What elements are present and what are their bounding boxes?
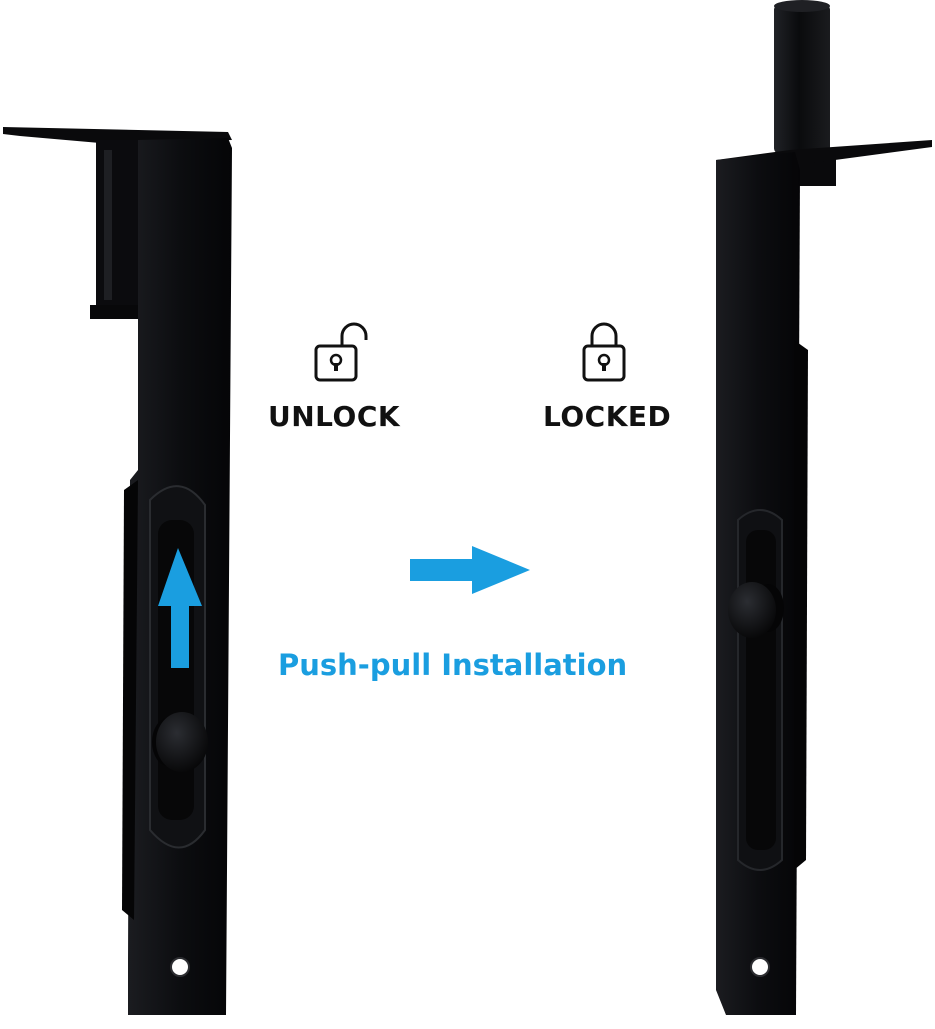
right-bolt-rod [774,4,830,154]
right-screw-hole [750,957,770,977]
installation-label: Push-pull Installation [278,648,628,682]
left-screw-hole [170,957,190,977]
left-bracket [96,140,138,305]
unlock-label: UNLOCK [268,400,401,433]
left-flush-bolt-unlocked [3,127,232,1015]
unlocked-padlock-icon [314,322,368,382]
arrow-right-icon [410,546,530,594]
left-top-flange [3,127,232,143]
right-bolt-knob [728,582,776,638]
left-bolt-knob [156,712,208,772]
right-flush-bolt-locked [716,0,932,1015]
locked-padlock-icon [582,322,626,382]
arrow-up-icon [158,548,202,668]
locked-label: LOCKED [543,400,672,433]
